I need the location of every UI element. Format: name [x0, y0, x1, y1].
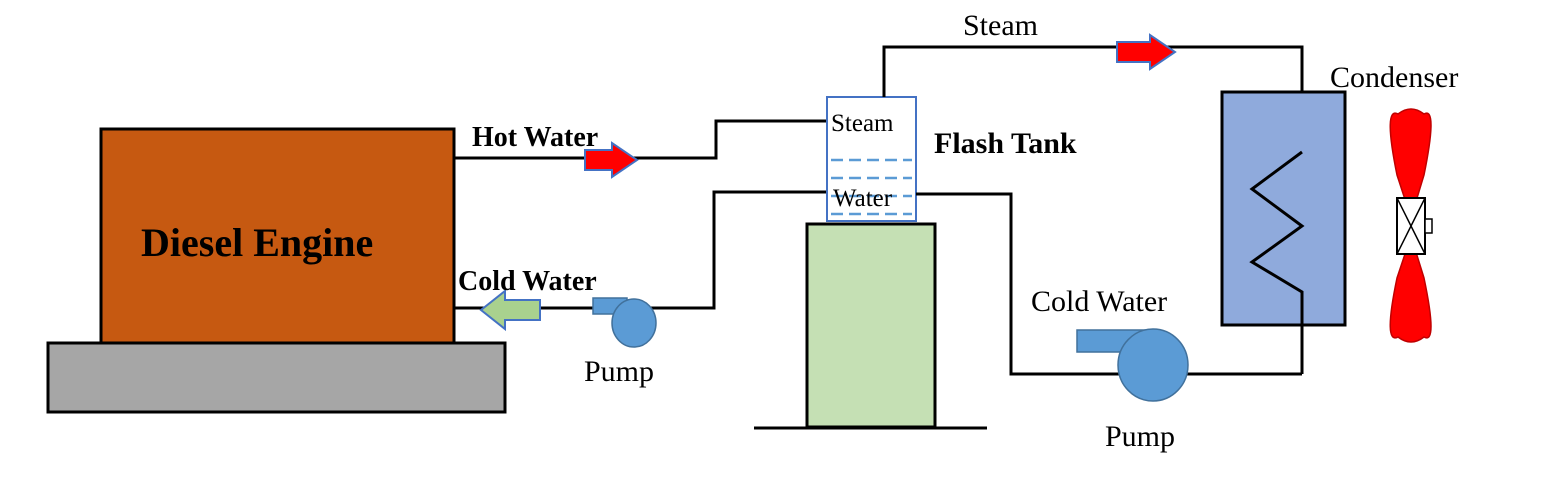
condenser-box — [1220, 90, 1347, 327]
condenser-label: Condenser — [1330, 61, 1459, 94]
flash-tank-label: Flash Tank — [934, 127, 1077, 160]
pump-left-icon — [592, 297, 657, 348]
cold-water-left-label: Cold Water — [458, 266, 597, 297]
hot-water-arrow — [584, 141, 639, 179]
cold-water-arrow — [479, 288, 541, 332]
pump-right-icon — [1076, 328, 1189, 402]
tank-water-label: Water — [833, 185, 893, 212]
engine-base — [46, 341, 507, 414]
cold-water-feed-pipe — [916, 192, 1120, 376]
steam-arrow — [1116, 33, 1177, 71]
pump-left-label: Pump — [584, 355, 655, 388]
cold-water-right-label: Cold Water — [1031, 285, 1168, 318]
fan-icon — [1389, 108, 1433, 343]
steam-top-label: Steam — [963, 9, 1038, 42]
tank-steam-label: Steam — [831, 110, 894, 137]
hot-water-label: Hot Water — [472, 122, 599, 153]
pump-right-label: Pump — [1105, 420, 1176, 453]
diesel-engine-label: Diesel Engine — [141, 220, 374, 265]
cold-water-return-pipe — [454, 190, 827, 310]
condenser-coil — [1249, 150, 1305, 374]
diesel-engine-block — [99, 127, 456, 345]
water-level-lines — [831, 158, 912, 216]
flash-tank-stand — [805, 222, 937, 429]
